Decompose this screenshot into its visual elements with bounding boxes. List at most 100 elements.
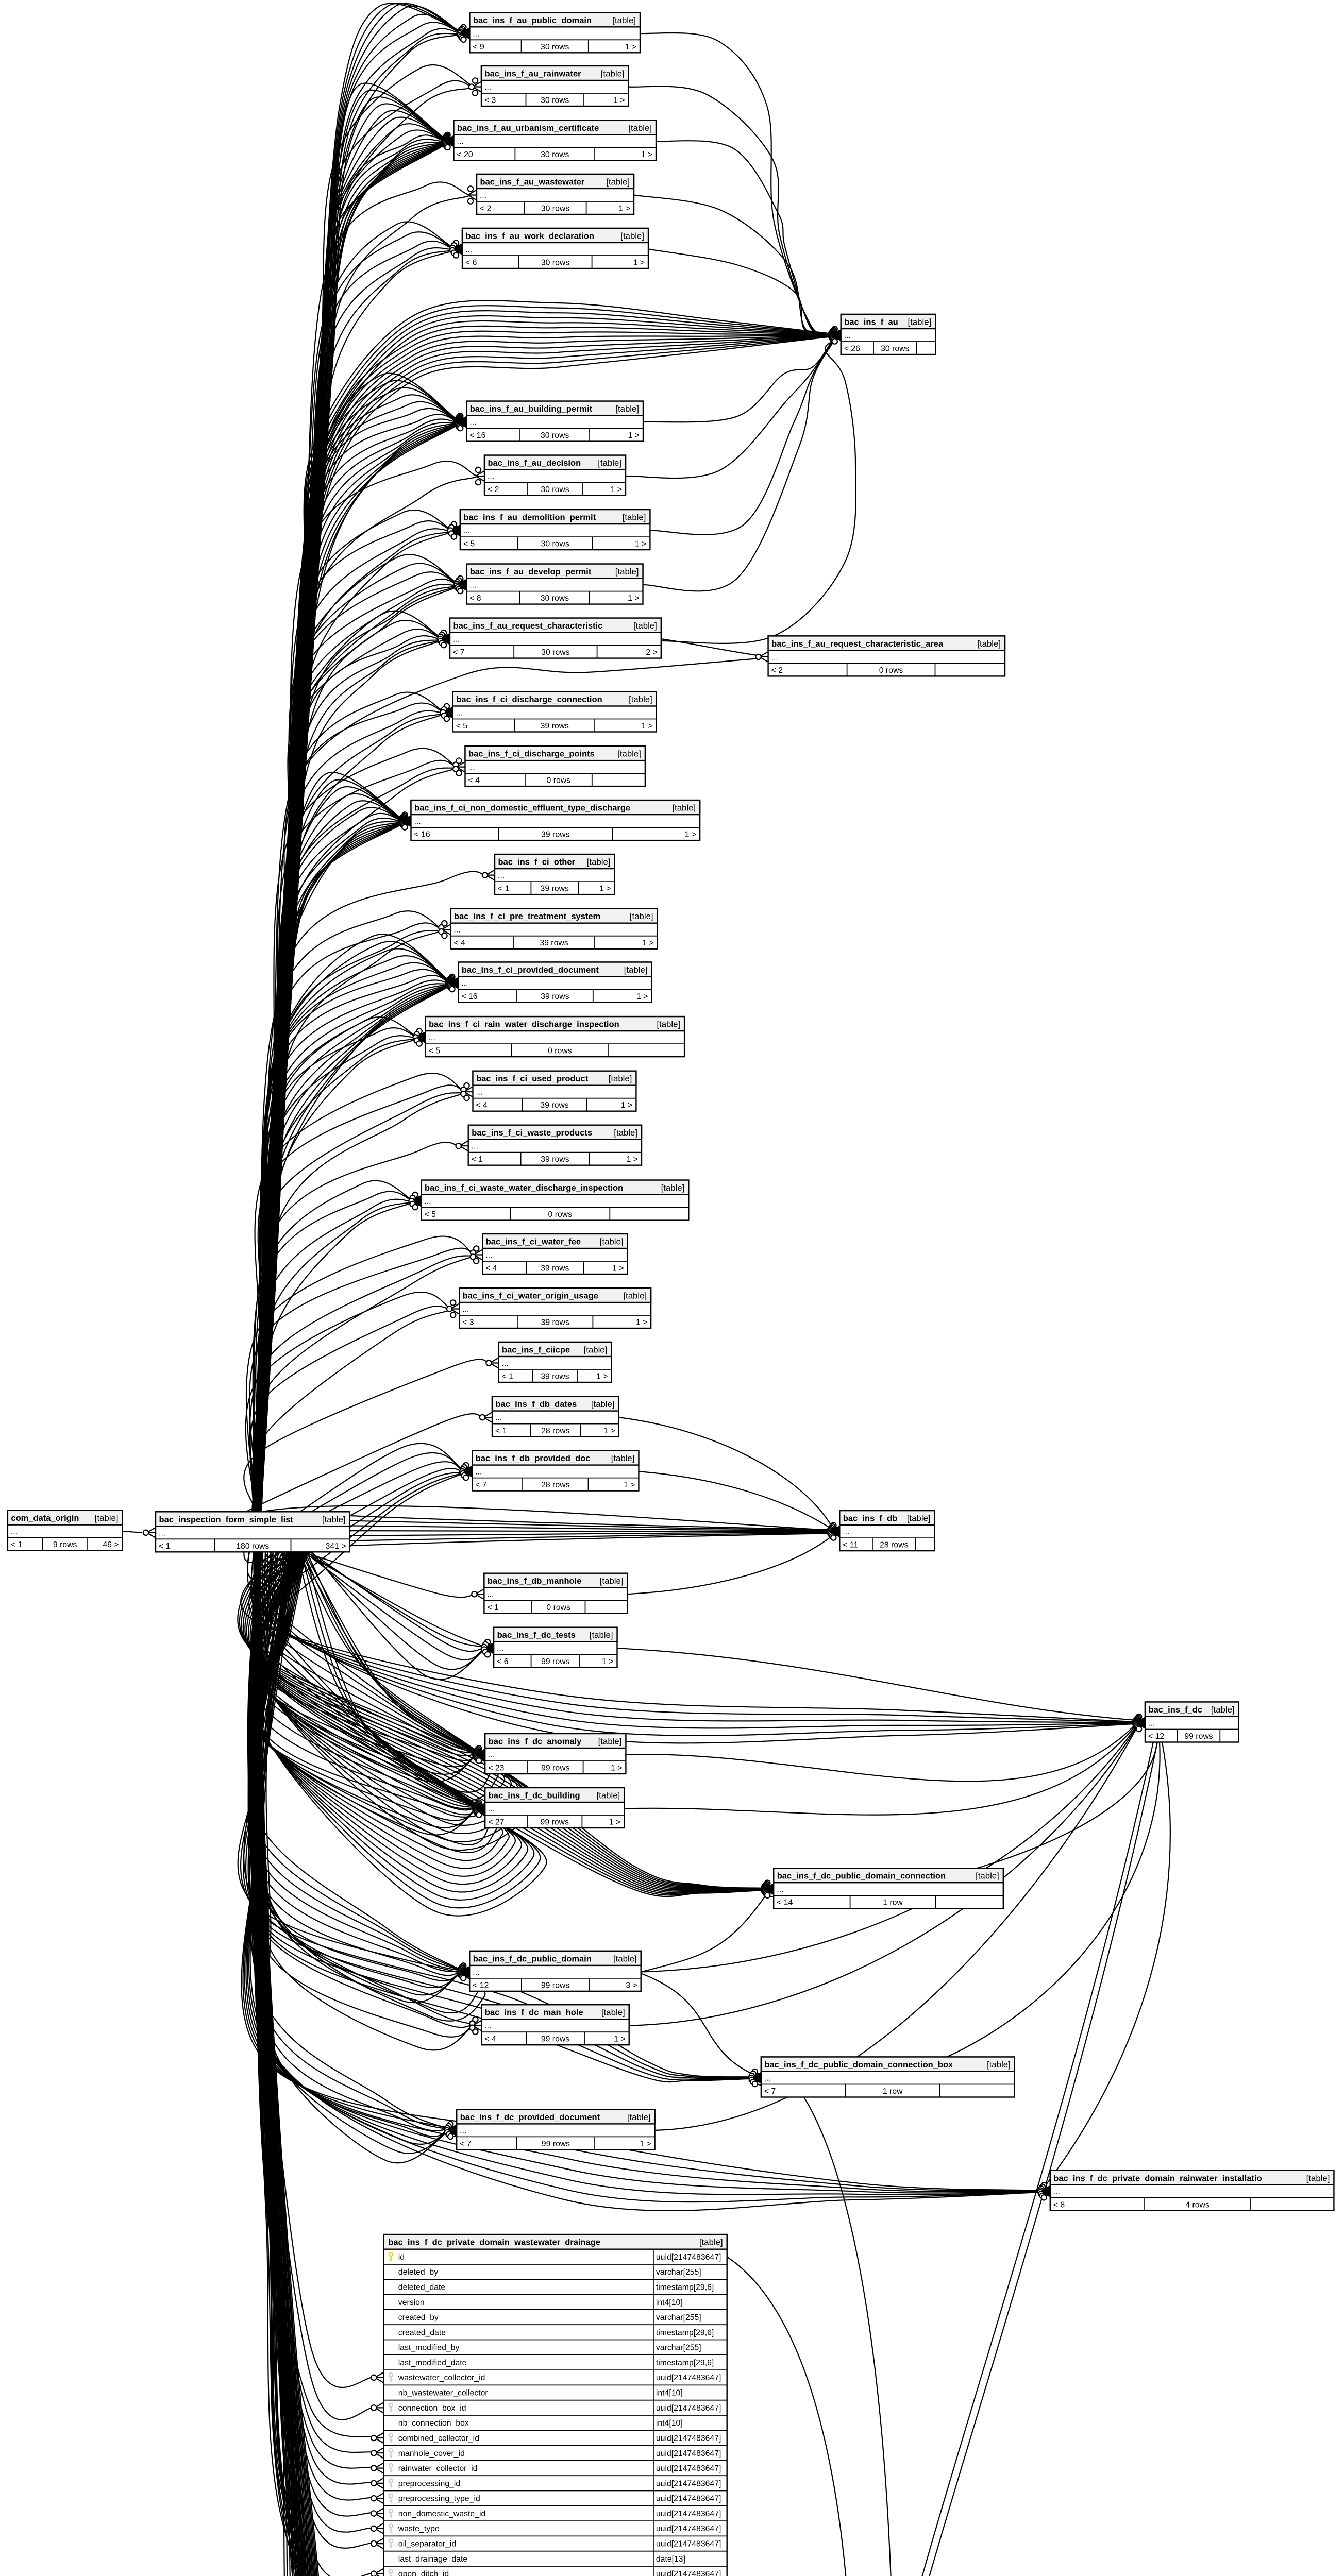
- svg-text:...: ...: [497, 1645, 503, 1653]
- svg-text:...: ...: [1053, 2188, 1060, 2196]
- svg-text:bac_ins_f_dc_anomaly: bac_ins_f_dc_anomaly: [489, 1737, 582, 1747]
- svg-text:0 rows: 0 rows: [548, 1047, 572, 1056]
- svg-text:...: ...: [485, 1251, 492, 1260]
- svg-text:< 1: < 1: [487, 1603, 499, 1612]
- svg-text:bac_ins_f_ci_water_origin_usag: bac_ins_f_ci_water_origin_usage: [463, 1292, 598, 1301]
- svg-text:< 23: < 23: [488, 1764, 504, 1773]
- svg-text:1 >: 1 >: [628, 431, 640, 440]
- svg-text:99 rows: 99 rows: [541, 1818, 569, 1827]
- svg-text:uuid[2147483647]: uuid[2147483647]: [656, 2495, 721, 2503]
- svg-text:...: ...: [461, 979, 468, 988]
- svg-text:bac_ins_f_ci_discharge_points: bac_ins_f_ci_discharge_points: [468, 750, 595, 759]
- svg-text:[table]: [table]: [613, 1954, 637, 1963]
- svg-text:[table]: [table]: [596, 1791, 620, 1801]
- svg-text:[table]: [table]: [699, 2238, 723, 2247]
- svg-text:28 rows: 28 rows: [541, 1427, 569, 1435]
- svg-text:30 rows: 30 rows: [541, 540, 569, 549]
- svg-text:bac_ins_f_ci_used_product: bac_ins_f_ci_used_product: [476, 1074, 589, 1083]
- svg-text:30 rows: 30 rows: [541, 431, 569, 440]
- svg-text:deleted_by: deleted_by: [398, 2268, 438, 2277]
- svg-text:[table]: [table]: [598, 1737, 622, 1747]
- svg-text:< 2: < 2: [488, 485, 499, 494]
- svg-text:bac_ins_f_au_request_character: bac_ins_f_au_request_characteristic_area: [771, 639, 944, 649]
- svg-text:< 1: < 1: [495, 1427, 507, 1435]
- svg-text:1 >: 1 >: [642, 939, 653, 947]
- svg-text:[table]: [table]: [601, 2008, 625, 2018]
- svg-text:uuid[2147483647]: uuid[2147483647]: [656, 2540, 721, 2549]
- svg-text:bac_ins_f_au_building_permit: bac_ins_f_au_building_permit: [470, 404, 593, 414]
- svg-text:bac_ins_f_ci_water_fee: bac_ins_f_ci_water_fee: [486, 1238, 581, 1247]
- svg-text:39 rows: 39 rows: [541, 1372, 569, 1381]
- svg-text:< 26: < 26: [844, 345, 860, 353]
- svg-text:bac_ins_f_dc_private_domain_wa: bac_ins_f_dc_private_domain_wastewater_d…: [388, 2238, 600, 2247]
- svg-text:bac_ins_f_au_work_declaration: bac_ins_f_au_work_declaration: [466, 232, 594, 241]
- svg-text:1 >: 1 >: [609, 1818, 620, 1827]
- svg-text:[table]: [table]: [606, 177, 630, 187]
- svg-text:180 rows: 180 rows: [236, 1542, 269, 1551]
- svg-text:...: ...: [469, 581, 476, 590]
- svg-text:[table]: [table]: [1306, 2173, 1330, 2183]
- svg-text:1 >: 1 >: [613, 96, 625, 105]
- svg-text:< 4: < 4: [485, 1264, 497, 1273]
- svg-text:39 rows: 39 rows: [541, 831, 569, 839]
- svg-text:[table]: [table]: [591, 1399, 615, 1409]
- svg-text:30 rows: 30 rows: [541, 96, 569, 105]
- svg-text:bac_ins_f_db_provided_doc: bac_ins_f_db_provided_doc: [476, 1454, 591, 1463]
- svg-text:[table]: [table]: [627, 2112, 651, 2122]
- svg-text:[table]: [table]: [620, 231, 644, 241]
- svg-text:< 2: < 2: [480, 205, 491, 213]
- svg-text:[table]: [table]: [584, 1345, 608, 1355]
- svg-text:wastewater_collector_id: wastewater_collector_id: [398, 2374, 485, 2382]
- svg-text:[table]: [table]: [1211, 1705, 1235, 1715]
- svg-text:bac_ins_f_au_develop_permit: bac_ins_f_au_develop_permit: [470, 567, 592, 577]
- svg-text:< 7: < 7: [764, 2087, 776, 2096]
- svg-text:[table]: [table]: [598, 458, 621, 468]
- svg-text:bac_ins_f_dc: bac_ins_f_dc: [1149, 1705, 1203, 1715]
- svg-text:[table]: [table]: [611, 1453, 635, 1463]
- svg-text:1 >: 1 >: [599, 885, 611, 893]
- svg-text:bac_ins_f_db: bac_ins_f_db: [843, 1514, 897, 1523]
- svg-text:1 >: 1 >: [627, 1155, 638, 1164]
- svg-text:99 rows: 99 rows: [541, 1764, 569, 1773]
- svg-text:< 12: < 12: [473, 1981, 489, 1990]
- svg-text:waste_type: waste_type: [398, 2524, 440, 2533]
- svg-text:3 >: 3 >: [626, 1981, 637, 1990]
- svg-text:1 >: 1 >: [636, 992, 648, 1001]
- svg-text:bac_ins_f_dc_tests: bac_ins_f_dc_tests: [497, 1631, 576, 1640]
- svg-text:nb_connection_box: nb_connection_box: [398, 2419, 469, 2428]
- svg-text:bac_ins_f_au_rainwater: bac_ins_f_au_rainwater: [485, 70, 582, 79]
- svg-text:< 8: < 8: [1053, 2200, 1065, 2209]
- svg-text:...: ...: [844, 331, 851, 340]
- svg-text:[table]: [table]: [614, 1128, 637, 1138]
- svg-text:bac_ins_f_au_demolition_permit: bac_ins_f_au_demolition_permit: [463, 513, 596, 522]
- svg-text:46 >: 46 >: [103, 1540, 119, 1549]
- svg-text:...: ...: [425, 1197, 431, 1206]
- svg-text:[table]: [table]: [590, 1630, 613, 1640]
- svg-text:rainwater_collector_id: rainwater_collector_id: [398, 2464, 478, 2473]
- svg-text:< 16: < 16: [461, 992, 477, 1001]
- svg-text:bac_ins_f_ci_provided_document: bac_ins_f_ci_provided_document: [462, 965, 599, 975]
- svg-text:0 rows: 0 rows: [548, 1210, 573, 1219]
- svg-text:bac_ins_f_au_urbanism_certific: bac_ins_f_au_urbanism_certificate: [457, 124, 599, 133]
- svg-text:[table]: [table]: [623, 1291, 647, 1301]
- svg-text:[table]: [table]: [623, 513, 646, 522]
- svg-text:varchar[255]: varchar[255]: [656, 2313, 701, 2322]
- svg-text:[table]: [table]: [628, 123, 652, 133]
- svg-text:< 1: < 1: [502, 1372, 514, 1381]
- svg-text:bac_ins_f_dc_building: bac_ins_f_dc_building: [489, 1791, 580, 1801]
- svg-text:[table]: [table]: [615, 567, 639, 577]
- svg-text:...: ...: [456, 709, 463, 718]
- svg-text:version: version: [398, 2298, 425, 2307]
- svg-text:varchar[255]: varchar[255]: [656, 2344, 701, 2352]
- svg-text:[table]: [table]: [587, 857, 611, 867]
- svg-text:99 rows: 99 rows: [542, 2140, 570, 2148]
- svg-text:39 rows: 39 rows: [541, 722, 569, 731]
- svg-text:bac_ins_f_dc_public_domain_con: bac_ins_f_dc_public_domain_connection: [777, 1872, 946, 1881]
- svg-text:39 rows: 39 rows: [541, 992, 569, 1001]
- svg-text:...: ...: [488, 1751, 495, 1759]
- svg-text:...: ...: [484, 2022, 491, 2030]
- svg-text:1 >: 1 >: [641, 722, 652, 731]
- svg-text:[table]: [table]: [601, 69, 625, 79]
- svg-text:non_domestic_waste_id: non_domestic_waste_id: [398, 2510, 486, 2518]
- svg-text:1 >: 1 >: [685, 831, 696, 839]
